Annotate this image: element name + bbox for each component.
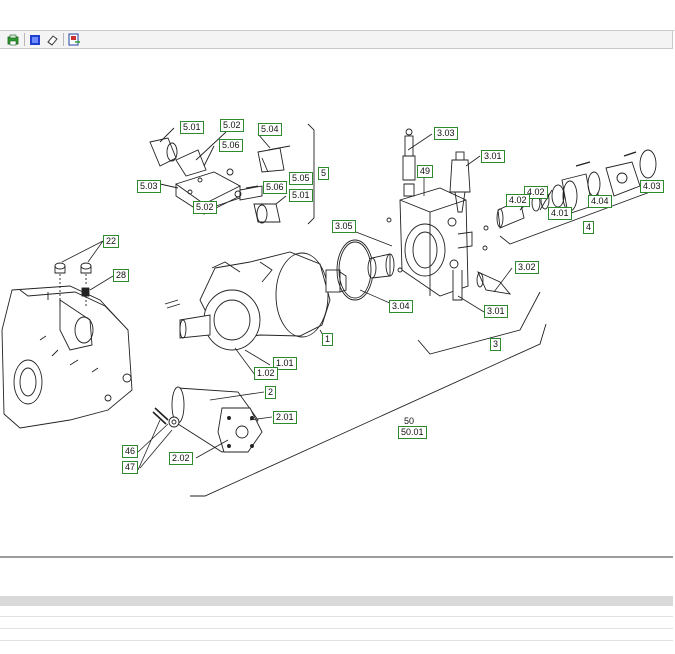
callout-5-03[interactable]: 5.03	[137, 180, 161, 193]
callout-5-02[interactable]: 5.02	[193, 201, 217, 214]
callout-3-04[interactable]: 3.04	[389, 300, 413, 313]
table-row[interactable]	[0, 616, 673, 617]
callout-50[interactable]: 50	[404, 416, 415, 426]
callout-4[interactable]: 4	[583, 221, 595, 234]
callout-46[interactable]: 46	[122, 445, 139, 458]
callout-2[interactable]: 2	[265, 386, 277, 399]
parts-list-header	[0, 596, 673, 606]
callout-5-02[interactable]: 5.02	[220, 119, 244, 132]
callout-3-02[interactable]: 3.02	[515, 261, 539, 274]
callout-5-06[interactable]: 5.06	[219, 139, 243, 152]
export-icon[interactable]	[67, 33, 81, 47]
callout-3-03[interactable]: 3.03	[434, 127, 458, 140]
callout-3-05[interactable]: 3.05	[332, 220, 356, 233]
callout-4-01[interactable]: 4.01	[548, 207, 572, 220]
callout-47[interactable]: 47	[122, 461, 139, 474]
callout-4-04[interactable]: 4.04	[588, 195, 612, 208]
toolbar	[0, 30, 673, 49]
toolbar-separator	[24, 33, 25, 46]
parts-list-panel	[0, 558, 673, 654]
callout-3[interactable]: 3	[490, 338, 502, 351]
callout-5-01[interactable]: 5.01	[180, 121, 204, 134]
callout-50-01[interactable]: 50.01	[398, 426, 427, 439]
callout-5[interactable]: 5	[318, 167, 330, 180]
table-row[interactable]	[0, 628, 673, 629]
callout-5-05[interactable]: 5.05	[289, 172, 313, 185]
zoom-icon[interactable]	[28, 33, 42, 47]
callout-4-03[interactable]: 4.03	[640, 180, 664, 193]
table-row[interactable]	[0, 640, 673, 641]
callout-1-01[interactable]: 1.01	[273, 357, 297, 370]
callout-49[interactable]: 49	[417, 165, 434, 178]
callout-4-02[interactable]: 4.02	[524, 186, 548, 199]
eraser-icon[interactable]	[45, 33, 59, 47]
panel-splitter[interactable]	[0, 556, 673, 558]
callout-2-01[interactable]: 2.01	[273, 411, 297, 424]
window-title-bar	[0, 0, 675, 31]
callout-3-01[interactable]: 3.01	[484, 305, 508, 318]
exploded-parts-diagram: 5.01 5.02 5.04 5.06 5 5.05 5.03 5.06 5.0…	[0, 50, 673, 556]
callout-28[interactable]: 28	[113, 269, 130, 282]
callout-1[interactable]: 1	[322, 333, 334, 346]
callout-5-06[interactable]: 5.06	[263, 181, 287, 194]
toolbar-separator	[63, 33, 64, 46]
print-icon[interactable]	[6, 33, 20, 47]
callout-4-02[interactable]: 4.02	[506, 194, 530, 207]
callout-5-01[interactable]: 5.01	[289, 189, 313, 202]
diagram-drawing	[1, 123, 659, 497]
callout-5-04[interactable]: 5.04	[258, 123, 282, 136]
callout-3-01[interactable]: 3.01	[481, 150, 505, 163]
callout-2-02[interactable]: 2.02	[169, 452, 193, 465]
callout-1-02[interactable]: 1.02	[254, 367, 278, 380]
callout-22[interactable]: 22	[103, 235, 120, 248]
